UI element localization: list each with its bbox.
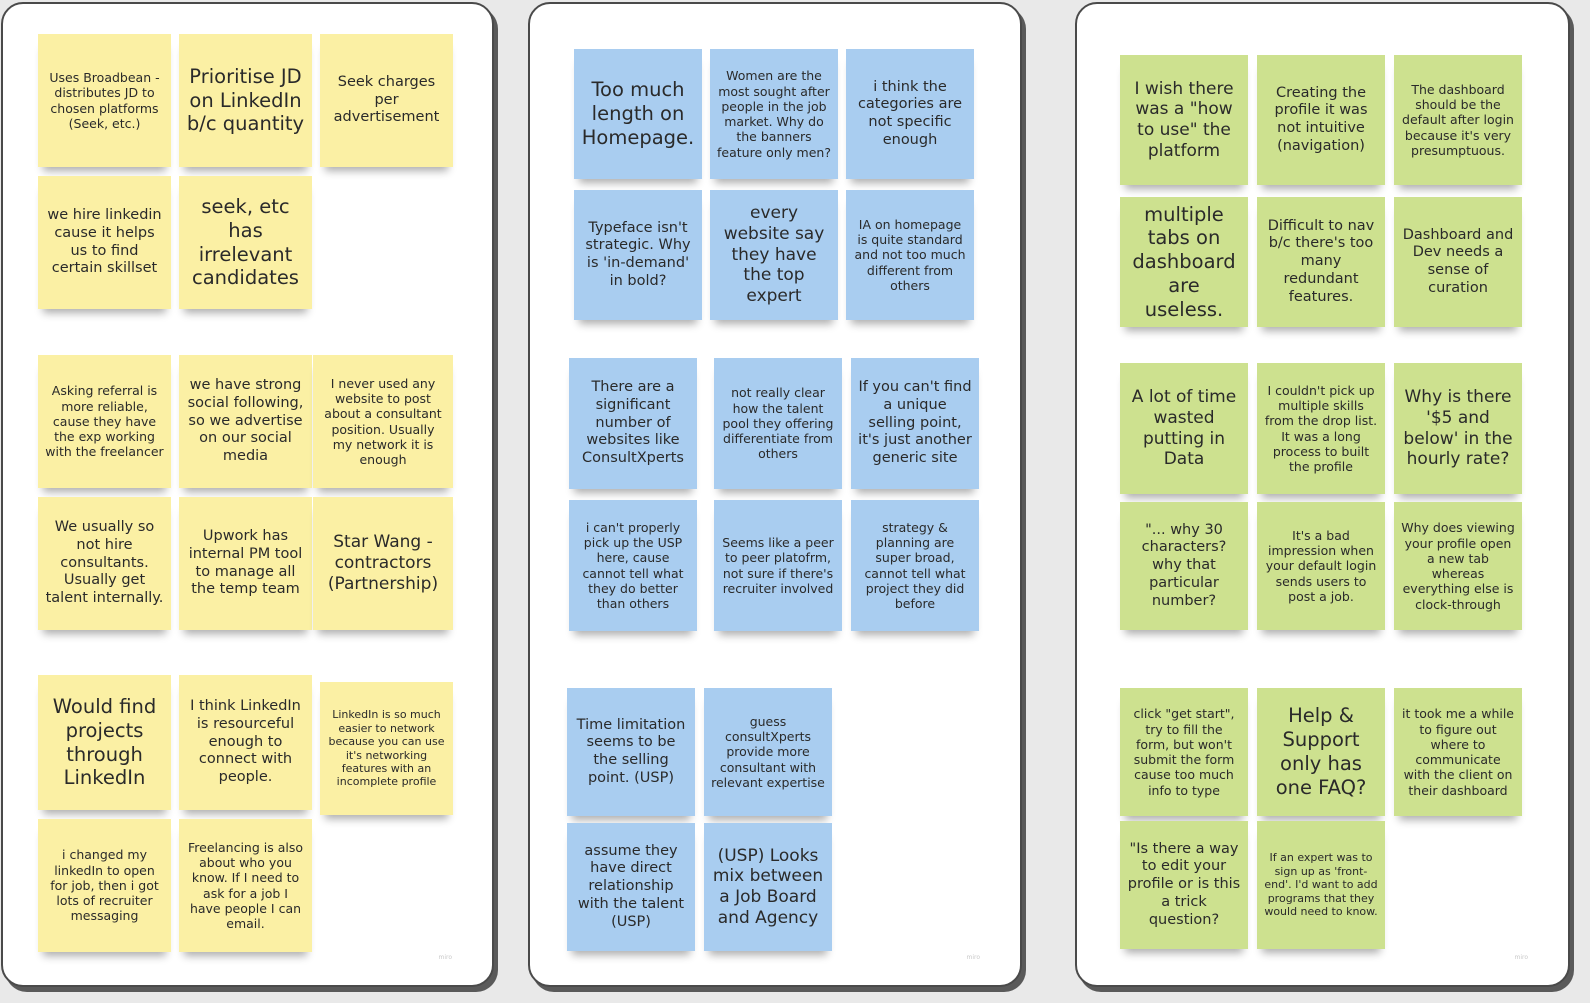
watermark: miro xyxy=(438,954,452,961)
sticky-note[interactable]: A lot of time wasted putting in Data xyxy=(1120,363,1248,494)
sticky-note[interactable]: Uses Broadbean - distributes JD to chose… xyxy=(38,34,171,167)
sticky-note[interactable]: (USP) Looks mix between a Job Board and … xyxy=(704,823,832,951)
sticky-note[interactable]: It's a bad impression when your default … xyxy=(1257,502,1385,630)
sticky-note[interactable]: Prioritise JD on LinkedIn b/c quantity xyxy=(179,34,312,167)
sticky-note[interactable]: Why is there '$5 and below' in the hourl… xyxy=(1394,363,1522,494)
sticky-note[interactable]: If an expert was to sign up as 'front-en… xyxy=(1257,821,1385,949)
sticky-note[interactable]: guess consultXperts provide more consult… xyxy=(704,688,832,816)
sticky-note[interactable]: Freelancing is also about who you know. … xyxy=(179,819,312,952)
sticky-note[interactable]: seek, etc has irrelevant candidates xyxy=(179,176,312,309)
sticky-note[interactable]: "... why 30 characters? why that particu… xyxy=(1120,502,1248,630)
sticky-note[interactable]: I think LinkedIn is resourceful enough t… xyxy=(179,675,312,810)
board-1: Uses Broadbean - distributes JD to chose… xyxy=(1,2,494,987)
sticky-note[interactable]: Time limitation seems to be the selling … xyxy=(567,688,695,816)
sticky-note[interactable]: I never used any website to post about a… xyxy=(313,355,453,488)
sticky-note[interactable]: We usually so not hire consultants. Usua… xyxy=(38,497,171,630)
watermark: miro xyxy=(966,954,980,961)
sticky-note[interactable]: click "get start", try to fill the form,… xyxy=(1120,688,1248,816)
sticky-note[interactable]: Women are the most sought after people i… xyxy=(710,49,838,179)
sticky-note[interactable]: i think the categories are not specific … xyxy=(846,49,974,179)
sticky-note[interactable]: every website say they have the top expe… xyxy=(710,190,838,320)
sticky-note[interactable]: If you can't find a unique selling point… xyxy=(851,358,979,489)
sticky-note[interactable]: Dashboard and Dev needs a sense of curat… xyxy=(1394,197,1522,327)
sticky-note[interactable]: Too much length on Homepage. xyxy=(574,49,702,179)
sticky-note[interactable]: strategy & planning are super broad, can… xyxy=(851,500,979,631)
sticky-note[interactable]: Seek charges per advertisement xyxy=(320,34,453,167)
sticky-note[interactable]: Typeface isn't strategic. Why is 'in-dem… xyxy=(574,190,702,320)
sticky-note[interactable]: I wish there was a "how to use" the plat… xyxy=(1120,55,1248,185)
board-3: I wish there was a "how to use" the plat… xyxy=(1075,2,1570,987)
sticky-note[interactable]: Help & Support only has one FAQ? xyxy=(1257,688,1385,816)
sticky-note[interactable]: There are a significant number of websit… xyxy=(569,358,697,489)
sticky-note[interactable]: IA on homepage is quite standard and not… xyxy=(846,190,974,320)
sticky-note[interactable]: Creating the profile it was not intuitiv… xyxy=(1257,55,1385,185)
sticky-note[interactable]: LinkedIn is so much easier to network be… xyxy=(320,682,453,815)
sticky-note[interactable]: Would find projects through LinkedIn xyxy=(38,675,171,810)
sticky-note[interactable]: multiple tabs on dashboard are useless. xyxy=(1120,197,1248,327)
sticky-note[interactable]: I couldn't pick up multiple skills from … xyxy=(1257,363,1385,494)
sticky-note[interactable]: Seems like a peer to peer platofrm, not … xyxy=(714,500,842,631)
sticky-note[interactable]: Why does viewing your profile open a new… xyxy=(1394,502,1522,630)
sticky-note[interactable]: "Is there a way to edit your profile or … xyxy=(1120,821,1248,949)
sticky-note[interactable]: i changed my linkedIn to open for job, t… xyxy=(38,819,171,952)
sticky-note[interactable]: Difficult to nav b/c there's too many re… xyxy=(1257,197,1385,327)
sticky-note[interactable]: assume they have direct relationship wit… xyxy=(567,823,695,951)
sticky-note[interactable]: The dashboard should be the default afte… xyxy=(1394,55,1522,185)
sticky-note[interactable]: we have strong social following, so we a… xyxy=(179,355,312,488)
sticky-note[interactable]: not really clear how the talent pool the… xyxy=(714,358,842,489)
sticky-note[interactable]: Star Wang - contractors (Partnership) xyxy=(313,497,453,630)
board-2: Too much length on Homepage. Women are t… xyxy=(528,2,1022,987)
watermark: miro xyxy=(1514,954,1528,961)
sticky-note[interactable]: we hire linkedin cause it helps us to fi… xyxy=(38,176,171,309)
sticky-note[interactable]: Asking referral is more reliable, cause … xyxy=(38,355,171,488)
sticky-note[interactable]: it took me a while to figure out where t… xyxy=(1394,688,1522,816)
sticky-note[interactable]: Upwork has internal PM tool to manage al… xyxy=(179,497,312,630)
sticky-note[interactable]: i can't properly pick up the USP here, c… xyxy=(569,500,697,631)
